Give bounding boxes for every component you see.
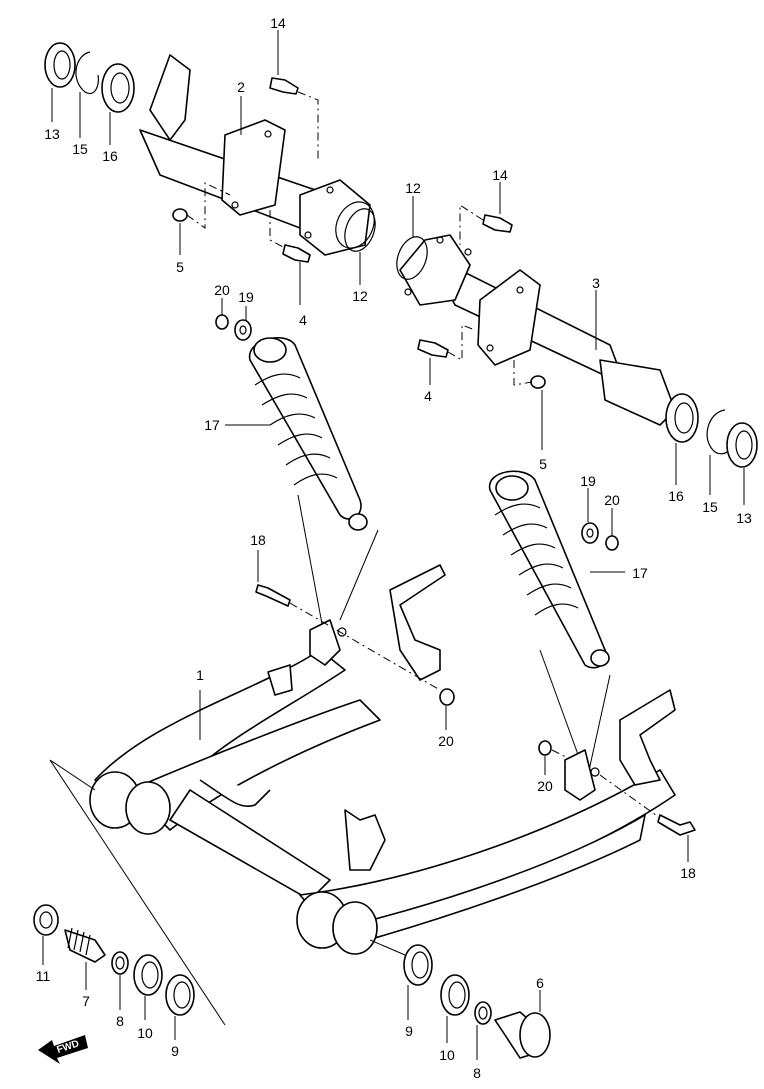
label-10-left: 10 [137,1025,153,1041]
seal-10-right [440,974,470,1016]
label-11: 11 [36,968,51,984]
nut-20-left-top [215,314,229,330]
bolt-18-right [599,774,696,836]
label-2: 2 [237,79,245,95]
label-8-right: 8 [473,1065,481,1081]
label-17-left: 17 [204,417,220,433]
pivot-bolt-6 [494,1011,551,1059]
label-7: 7 [82,993,90,1009]
oring-12-upper [344,208,376,252]
shock-absorber-left [249,336,368,531]
shock-right-lines [539,649,611,776]
washer-19-left [234,319,252,341]
bearing-16-right [665,393,699,443]
label-10-right: 10 [439,1047,455,1063]
collar-8-right [474,1001,492,1025]
label-18-left: 18 [250,532,266,548]
label-17-right: 17 [632,565,648,581]
label-20-low: 20 [537,778,553,794]
label-15-right: 15 [702,499,718,515]
nut-20-mid [439,688,455,706]
label-13-left: 13 [44,126,60,142]
label-13-right: 13 [736,510,752,526]
axle-tube-left [139,54,375,256]
nut-5-right [513,360,546,389]
nut-11 [33,904,59,936]
collar-8-left [111,951,129,975]
label-12-right: 12 [405,180,421,196]
bearing-9-right [369,939,433,986]
washer-19-right [581,522,599,544]
fwd-arrow-icon: FWD [38,1035,88,1064]
label-18-right: 18 [680,865,696,881]
label-19-left: 19 [238,289,254,305]
label-1: 1 [196,667,204,683]
label-20-mid: 20 [438,733,454,749]
label-8-left: 8 [116,1013,124,1029]
pivot-shaft-7 [64,927,106,963]
label-4-left: 4 [299,312,307,328]
label-3: 3 [592,275,600,291]
seal-10-left [133,954,163,996]
leader-lines [42,30,745,1060]
label-16-left: 16 [102,148,118,164]
label-4-right: 4 [424,388,432,404]
shock-absorber-right [489,470,610,669]
shock-left-lines [297,494,379,641]
bolt-18-left [255,584,441,691]
label-14-right: 14 [492,167,508,183]
lead-line-1 [49,690,226,1026]
label-14-upper: 14 [270,15,286,31]
swingarm [89,564,676,955]
label-5-right: 5 [539,456,547,472]
nut-20-right-top [605,535,619,551]
label-15-left: 15 [72,141,88,157]
label-16-right: 16 [668,488,684,504]
label-9-right: 9 [405,1023,413,1039]
nut-20-right-low [538,740,569,759]
circlip-15-left [75,51,100,95]
bolt-4-left [269,210,311,263]
axle-tube-right [399,234,676,426]
label-5-left: 5 [176,259,184,275]
bearing-16-left [101,63,135,113]
part-labels: 1 2 3 4 4 5 5 6 7 8 8 9 9 10 10 11 12 12… [36,15,752,1081]
label-19-right: 19 [580,473,596,489]
bolt-14-right [459,204,513,245]
label-12-upper: 12 [352,288,368,304]
label-20-left: 20 [214,282,230,298]
oring-12-right [396,236,428,280]
nut-5-left [172,182,231,229]
bolt-4-right [417,324,476,361]
label-20-right: 20 [604,492,620,508]
label-9-left: 9 [171,1043,179,1059]
seal-13-right [726,422,758,468]
bearing-9-left [165,974,195,1016]
label-6: 6 [536,975,544,991]
bolt-14-upper [269,77,319,160]
seal-13-left [44,42,76,88]
